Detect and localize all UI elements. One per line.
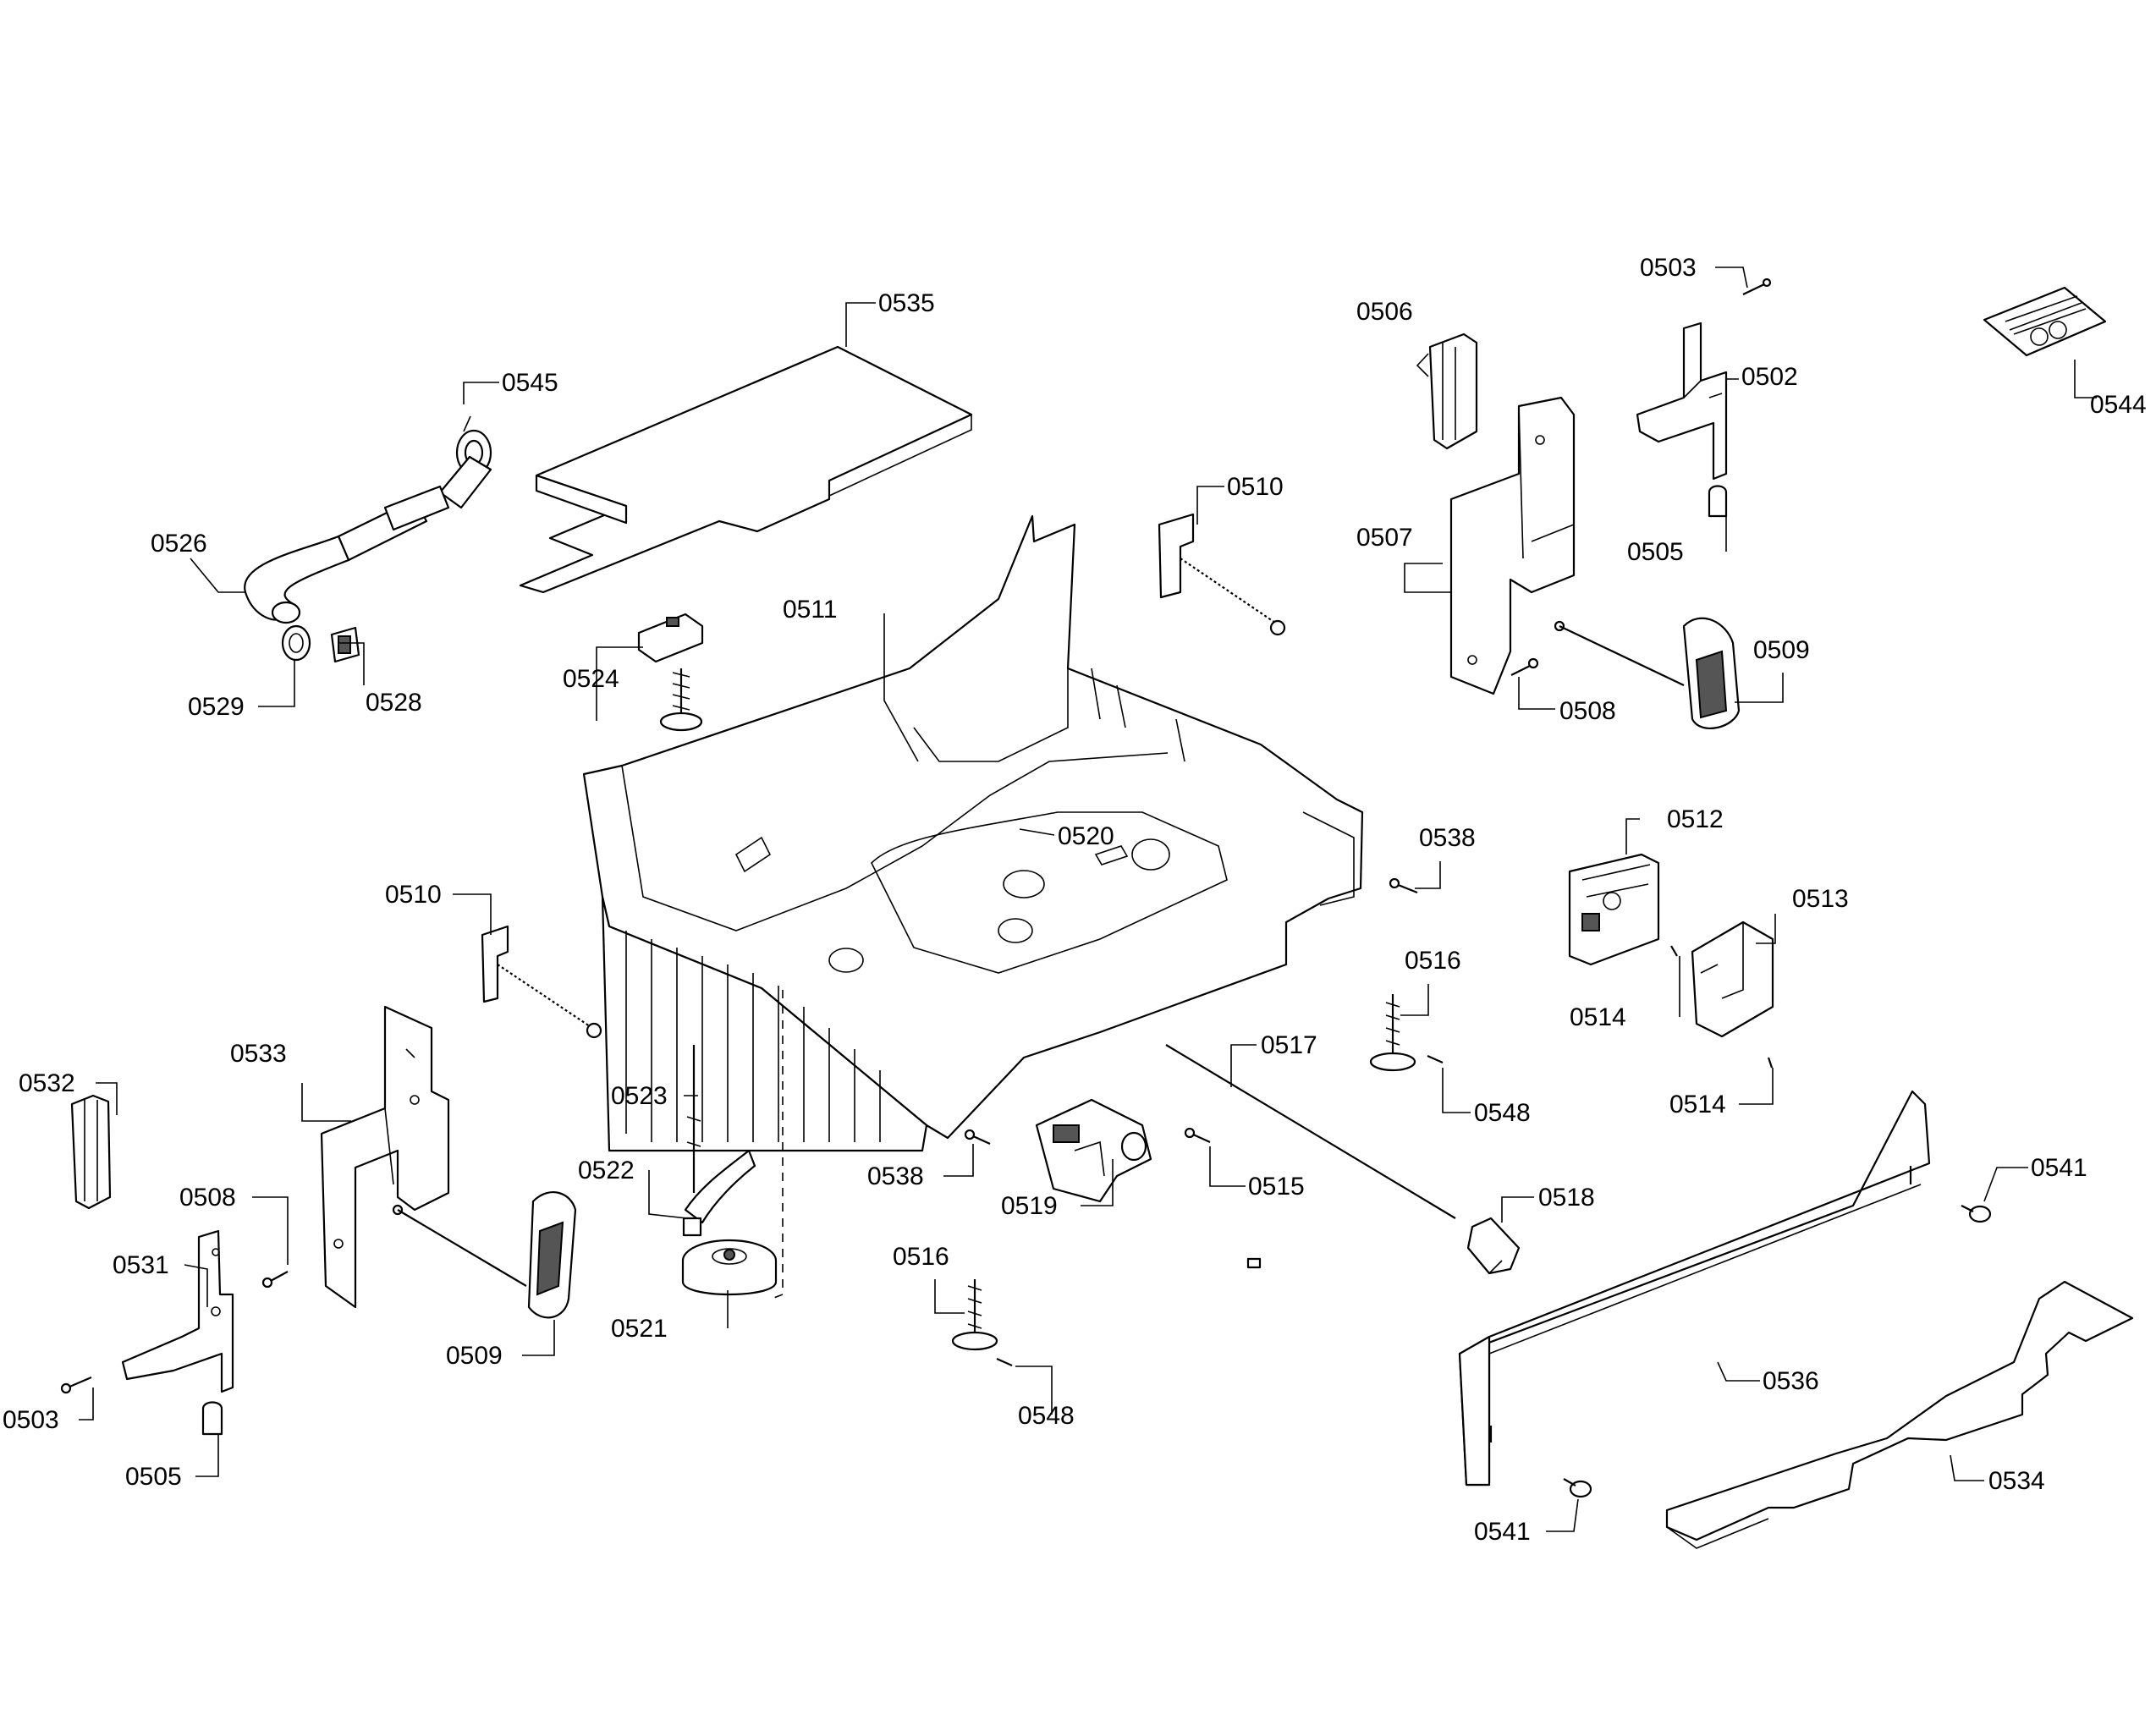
part-0519-inlet-valve: [1035, 1098, 1152, 1203]
part-0516-leveling-leg-bottom: [951, 1279, 998, 1351]
part-0514-screw-b: [1767, 1057, 1774, 1069]
callout-0523: 0523: [611, 1082, 668, 1110]
part-0541-screw-right: [1961, 1205, 1992, 1223]
part-0513-box-cover: [1691, 920, 1774, 1038]
part-0535-insulation-plate: [519, 345, 973, 594]
part-0548-screw-bottom: [996, 1357, 1013, 1367]
callout-0538b: 0538: [867, 1162, 924, 1190]
callout-0510b: 0510: [385, 881, 442, 909]
part-0534-base-strip: [1665, 1280, 2134, 1549]
callout-0506: 0506: [1356, 298, 1413, 326]
callout-0548a: 0548: [1474, 1099, 1531, 1127]
callout-0511: 0511: [783, 596, 838, 624]
callout-0526: 0526: [151, 530, 207, 558]
part-0548-screw-right: [1427, 1054, 1444, 1064]
part-0518-connector: [1246, 1217, 1521, 1275]
part-0538-screw-right: [1389, 877, 1418, 894]
callout-0533: 0533: [230, 1040, 287, 1068]
part-0522-hose: [682, 1149, 756, 1237]
callout-0515: 0515: [1248, 1173, 1305, 1201]
callout-0541b: 0541: [1474, 1518, 1531, 1546]
part-0523-vent-stem: [686, 1045, 701, 1193]
callout-0532: 0532: [19, 1069, 75, 1097]
part-0509-cable-lower: [392, 1191, 577, 1319]
part-0511-base-tub: [582, 514, 1364, 1152]
part-0507-hinge-plate: [1449, 396, 1576, 695]
callout-0519: 0519: [1001, 1192, 1058, 1220]
callout-0509a: 0509: [1753, 636, 1810, 664]
callout-0524: 0524: [563, 665, 619, 693]
callout-0503a: 0503: [1640, 254, 1697, 282]
callout-0505a: 0505: [1627, 538, 1684, 566]
part-0509-cable-upper: [1554, 617, 1741, 729]
callout-0508a: 0508: [1559, 697, 1616, 725]
callout-0520: 0520: [1058, 822, 1114, 850]
part-0505-clip-upper: [1708, 485, 1728, 518]
callout-0512: 0512: [1667, 805, 1724, 833]
callout-0521: 0521: [611, 1315, 668, 1343]
part-0529-clamp: [281, 624, 311, 662]
part-0516-leveling-leg-right: [1369, 994, 1416, 1072]
part-0536-kick-panel: [1458, 1090, 1931, 1486]
callout-0507: 0507: [1356, 524, 1413, 552]
callout-0545: 0545: [502, 369, 558, 397]
callout-0544: 0544: [2090, 391, 2147, 419]
part-0541-screw-bottom: [1563, 1478, 1592, 1498]
callout-0529: 0529: [188, 693, 245, 721]
part-0510-spring-upper: [1158, 513, 1286, 636]
part-0503-screw-upper: [1742, 278, 1772, 295]
callout-0516b: 0516: [893, 1243, 949, 1271]
part-0506-hinge-cover: [1428, 332, 1478, 450]
callout-0536: 0536: [1763, 1367, 1819, 1395]
callout-0541a: 0541: [2031, 1154, 2087, 1182]
callout-0531: 0531: [113, 1251, 169, 1279]
part-0505-clip-lower: [201, 1401, 223, 1436]
part-0533-hinge-plate: [320, 1005, 450, 1309]
callout-0502: 0502: [1741, 363, 1798, 391]
callout-0534: 0534: [1988, 1467, 2045, 1495]
callout-0514a: 0514: [1570, 1003, 1626, 1031]
part-0520-sensor: [1094, 845, 1129, 866]
callout-0509b: 0509: [446, 1342, 503, 1370]
callout-0538a: 0538: [1419, 824, 1476, 852]
part-0515-screw: [1184, 1127, 1211, 1144]
part-0508-screw-upper: [1510, 657, 1539, 676]
callout-0517: 0517: [1261, 1031, 1317, 1059]
part-0526-drain-hose: [244, 455, 492, 624]
callout-0528: 0528: [366, 689, 422, 717]
callout-0503b: 0503: [3, 1406, 59, 1434]
part-0503-screw-lower: [60, 1376, 92, 1394]
part-0502-hinge-bracket: [1636, 321, 1728, 481]
callout-0505b: 0505: [125, 1463, 182, 1491]
leader-lines: [79, 267, 2097, 1532]
part-0514-screw-a: [1670, 945, 1678, 957]
part-0508-screw-lower: [261, 1271, 289, 1289]
callout-0516a: 0516: [1405, 947, 1461, 975]
callout-0514b: 0514: [1669, 1091, 1726, 1118]
part-0538-screw-bottom: [964, 1129, 991, 1146]
callout-0518: 0518: [1538, 1184, 1595, 1212]
callout-0535: 0535: [878, 289, 935, 317]
callout-0522: 0522: [578, 1157, 635, 1184]
dashed-leader-0511-0521: [771, 990, 784, 1300]
callout-0508b: 0508: [179, 1184, 236, 1212]
part-0517-rod: [1165, 1044, 1456, 1219]
part-0531-hinge-bracket: [121, 1229, 234, 1393]
callout-0548b: 0548: [1018, 1402, 1075, 1430]
part-0532-side-cover: [70, 1094, 112, 1210]
part-0528-bracket: [330, 626, 360, 663]
callout-0513: 0513: [1792, 885, 1849, 913]
callout-0510a: 0510: [1227, 473, 1284, 501]
part-0512-terminal-box: [1568, 853, 1660, 966]
part-0544-hardware-bag: [1983, 286, 2107, 357]
part-0521-cap: [681, 1239, 778, 1296]
part-0510-spring-lower: [481, 925, 602, 1039]
part-0524-float-switch: [637, 613, 704, 732]
